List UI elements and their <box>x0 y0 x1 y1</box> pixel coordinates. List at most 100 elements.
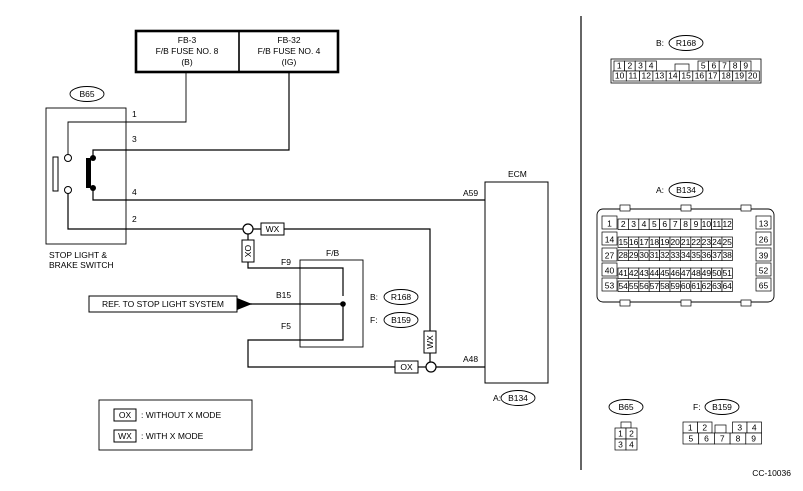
ecm: ECM A59 A48 A: B134 <box>463 169 549 406</box>
svg-text:1: 1 <box>688 423 693 433</box>
b134-pin-20: 20 <box>669 236 681 248</box>
svg-text:12: 12 <box>642 71 652 81</box>
r168-pin-20: 20 <box>745 71 760 82</box>
b134-pin-60: 60 <box>680 280 692 292</box>
b134-pin-21: 21 <box>680 236 692 248</box>
svg-text:24: 24 <box>712 237 722 247</box>
callout-b65-text: B65 <box>79 89 94 99</box>
svg-text:19: 19 <box>735 71 745 81</box>
legend-ox-text: : WITHOUT X MODE <box>141 410 221 420</box>
svg-text:30: 30 <box>639 250 649 260</box>
ref-stop-light-text: REF. TO STOP LIGHT SYSTEM <box>102 299 224 309</box>
b65-pin-4: 4 <box>625 438 638 451</box>
svg-text:WX: WX <box>425 335 435 349</box>
tag-wx-upper: WX <box>260 222 285 236</box>
b134-prefix: A: <box>656 185 664 195</box>
svg-text:62: 62 <box>702 281 712 291</box>
svg-text:9: 9 <box>694 219 699 229</box>
b159-prefix: F: <box>693 402 701 412</box>
svg-text:59: 59 <box>670 281 680 291</box>
b134-pin-45: 45 <box>659 267 671 279</box>
b134-pin-58: 58 <box>659 280 671 292</box>
svg-text:63: 63 <box>712 281 722 291</box>
tag-ox-lower: OX <box>394 360 419 374</box>
b134-pin-10: 10 <box>700 218 712 230</box>
b65-pin-1: 1 <box>614 427 627 440</box>
svg-text:36: 36 <box>702 250 712 260</box>
b134-pin-12: 12 <box>721 218 733 230</box>
b134-pin-19: 19 <box>659 236 671 248</box>
svg-text:19: 19 <box>660 237 670 247</box>
switch-label-line1: STOP LIGHT & <box>49 250 107 260</box>
r168-pin-18: 18 <box>719 71 734 82</box>
b134-pin-6: 6 <box>659 218 671 230</box>
stop-light-brake-switch: 1 3 4 2 STOP LIGHT & BRAKE SWITCH <box>45 107 137 270</box>
svg-text:48: 48 <box>691 268 701 278</box>
b134-pin-24: 24 <box>711 236 723 248</box>
svg-text:1: 1 <box>617 61 622 71</box>
svg-text:50: 50 <box>712 268 722 278</box>
b159-pin-6: 6 <box>698 432 715 445</box>
svg-text:37: 37 <box>712 250 722 260</box>
b134-pin-36: 36 <box>700 249 712 261</box>
fb-title: F/B <box>326 248 340 258</box>
svg-text:27: 27 <box>605 251 615 261</box>
svg-text:2: 2 <box>702 423 707 433</box>
svg-text:13: 13 <box>655 71 665 81</box>
svg-text:1: 1 <box>607 219 612 229</box>
fuse-4-name: F/B FUSE NO. 4 <box>258 46 321 56</box>
svg-text:34: 34 <box>681 250 691 260</box>
svg-text:35: 35 <box>691 250 701 260</box>
r168-pin-3: 3 <box>634 61 647 72</box>
svg-text:1: 1 <box>618 429 623 439</box>
fuse-8-name: F/B FUSE NO. 8 <box>156 46 219 56</box>
svg-text:44: 44 <box>650 268 660 278</box>
svg-text:21: 21 <box>681 237 691 247</box>
ecm-title: ECM <box>508 169 527 179</box>
svg-text:11: 11 <box>712 219 721 229</box>
b159-pin-9: 9 <box>745 432 762 445</box>
b134-pin-61: 61 <box>690 280 702 292</box>
splice-lower <box>425 361 437 373</box>
b134-pin-62: 62 <box>700 280 712 292</box>
b159-pin-8: 8 <box>729 432 747 445</box>
svg-text:33: 33 <box>670 250 680 260</box>
svg-text:40: 40 <box>605 266 615 276</box>
b134-pin-38: 38 <box>721 249 733 261</box>
fuse-4-supply: (IG) <box>282 57 297 67</box>
wires <box>67 72 485 368</box>
svg-text:17: 17 <box>708 71 718 81</box>
fb-block: F/B F9 B15 F5 B: R168 F: B159 <box>276 248 419 348</box>
r168-pin-10: 10 <box>612 71 627 82</box>
b134-pin-64: 64 <box>721 280 733 292</box>
b159-pin-7: 7 <box>714 432 731 445</box>
svg-text:23: 23 <box>702 237 712 247</box>
svg-text:7: 7 <box>722 61 727 71</box>
b134-pin-3: 3 <box>628 218 640 230</box>
svg-text:WX: WX <box>266 224 280 234</box>
r168-pin-4: 4 <box>645 61 657 72</box>
b159-pin-5: 5 <box>682 432 700 445</box>
b134-pin-32: 32 <box>659 249 671 261</box>
svg-text:29: 29 <box>629 250 639 260</box>
svg-text:5: 5 <box>688 434 693 444</box>
svg-text:61: 61 <box>691 281 701 291</box>
svg-text:18: 18 <box>650 237 660 247</box>
fb-pin-b15: B15 <box>276 290 291 300</box>
b134-pin-29: 29 <box>628 249 640 261</box>
svg-text:25: 25 <box>722 237 732 247</box>
legend-wx-text: : WITH X MODE <box>141 431 204 441</box>
b134-ref: B134 <box>676 185 696 195</box>
b134-pin-54: 54 <box>617 280 629 292</box>
svg-text:56: 56 <box>639 281 649 291</box>
b134-pin-50: 50 <box>711 267 723 279</box>
b134-pin-23: 23 <box>700 236 712 248</box>
b134-pin-4: 4 <box>638 218 650 230</box>
b134-pin-44: 44 <box>648 267 660 279</box>
fuse-8-id: FB-3 <box>178 35 197 45</box>
b134-pin-46: 46 <box>669 267 681 279</box>
r168-pin-8: 8 <box>729 61 741 72</box>
